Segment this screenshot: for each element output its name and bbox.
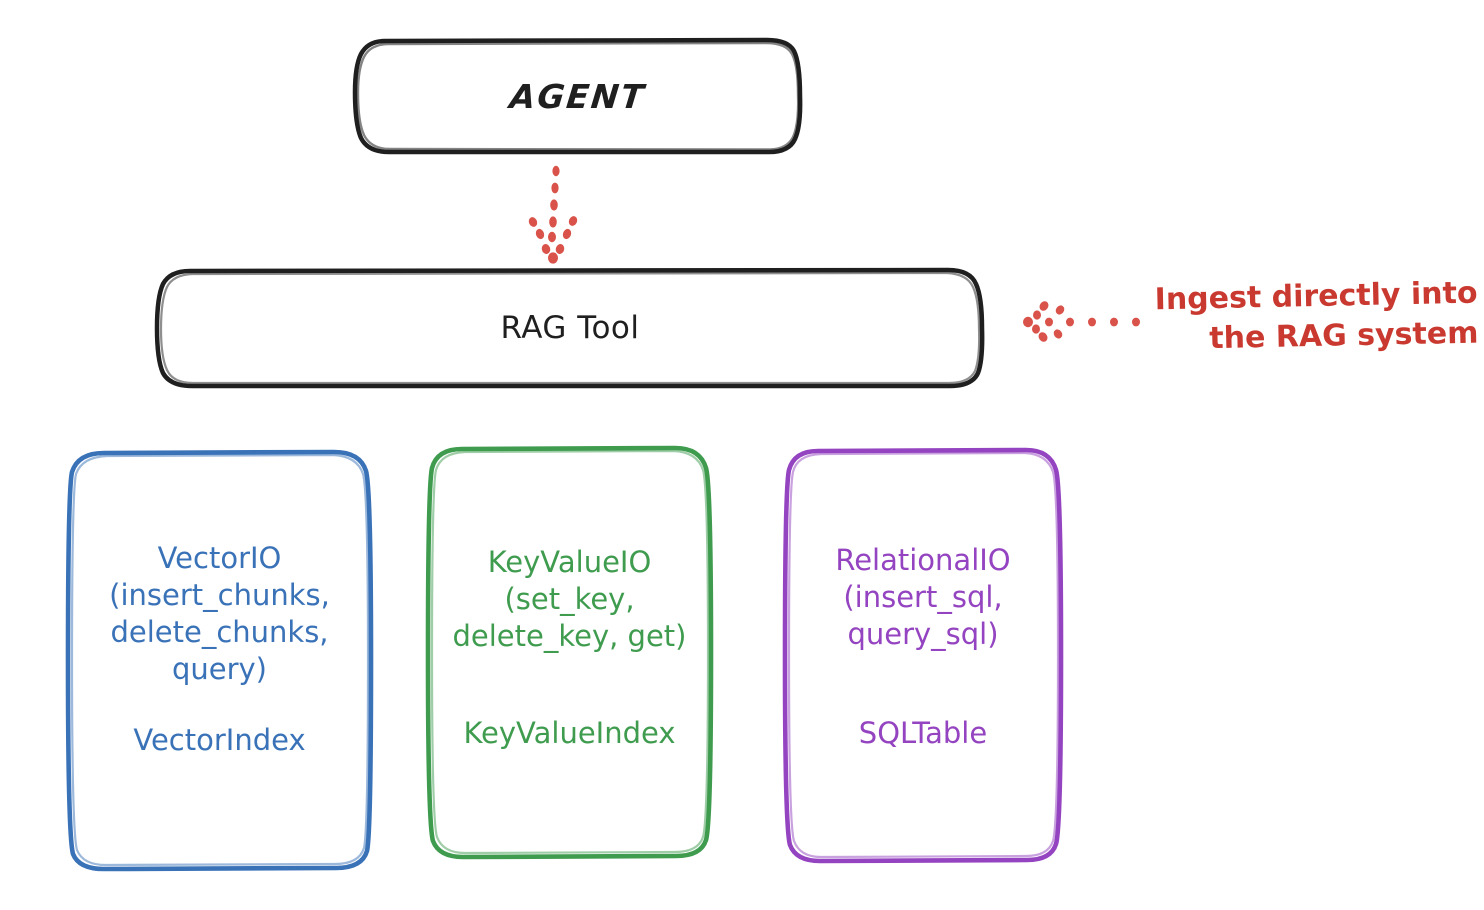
vector-io-node[interactable]: VectorIO (insert_chunks, delete_chunks, … [68, 452, 371, 869]
vector-io-title: VectorIO (insert_chunks, delete_chunks, … [109, 541, 330, 686]
agent-node[interactable]: AGENT [355, 40, 801, 153]
rag-tool-label: RAG Tool [500, 310, 640, 346]
key-value-io-box-outline-jitter [430, 449, 710, 855]
relational-io-index-label: SQLTable [858, 716, 988, 750]
key-value-io-index-label: KeyValueIndex [463, 716, 676, 750]
relational-io-box-outline-jitter [787, 451, 1060, 859]
vector-io-index-label: VectorIndex [133, 723, 306, 757]
agent-box-outline-jitter [356, 41, 800, 151]
relational-io-box-outline [782, 447, 1064, 864]
ingest-annotation-text: Ingest directly into the RAG system [1154, 275, 1479, 357]
rag-tool-box-outline [154, 267, 985, 389]
rag-tool-box-outline-jitter [159, 271, 981, 385]
rag-tool-node[interactable]: RAG Tool [157, 270, 983, 386]
key-value-io-box-outline [425, 445, 714, 860]
agent-box-outline [352, 37, 803, 155]
key-value-io-title: KeyValueIO (set_key, delete_key, get) [452, 545, 687, 653]
relational-io-node[interactable]: RelationalIO (insert_sql, query_sql) SQL… [785, 450, 1061, 861]
key-value-io-node[interactable]: KeyValueIO (set_key, delete_key, get) Ke… [428, 448, 711, 857]
vector-io-box-outline [65, 449, 374, 872]
connector-annotation-to-rag-tool [1023, 301, 1140, 342]
connector-agent-to-rag-tool [528, 165, 578, 264]
agent-label: AGENT [508, 77, 648, 116]
relational-io-title: RelationalIO (insert_sql, query_sql) [835, 543, 1011, 651]
vector-io-box-outline-jitter [70, 453, 370, 867]
